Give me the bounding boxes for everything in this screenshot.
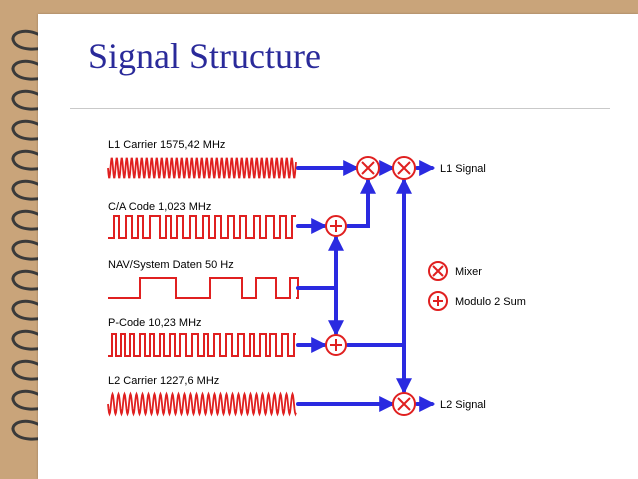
mixer-2 <box>392 156 416 180</box>
waveform-p-code <box>108 333 296 357</box>
legend-modulo-label: Modulo 2 Sum <box>455 296 526 308</box>
output-label-l2-signal: L2 Signal <box>440 399 486 411</box>
signal-wiring <box>296 160 436 412</box>
legend-mixer-symbol <box>428 261 448 281</box>
waveform-l1-carrier <box>107 157 297 179</box>
legend-mixer-label: Mixer <box>455 266 482 278</box>
plus-icon <box>330 220 342 232</box>
plus-icon <box>330 339 342 351</box>
mixer-3 <box>392 392 416 416</box>
title-divider <box>70 108 610 109</box>
mixer-icon <box>397 161 411 175</box>
signal-label-l2-carrier: L2 Carrier 1227,6 MHz <box>108 375 219 387</box>
waveform-l2-carrier <box>107 391 297 417</box>
page-title: Signal Structure <box>88 36 321 76</box>
mixer-icon <box>361 161 375 175</box>
plus-icon <box>433 296 443 306</box>
legend: Mixer Modulo 2 Sum <box>428 261 526 311</box>
signal-label-p-code: P-Code 10,23 MHz <box>108 317 202 329</box>
modulo-sum-2 <box>325 334 347 356</box>
legend-modulo-symbol <box>428 291 448 311</box>
output-label-l1-signal: L1 Signal <box>440 163 486 175</box>
signal-label-nav-data: NAV/System Daten 50 Hz <box>108 259 234 271</box>
signal-label-l1-carrier: L1 Carrier 1575,42 MHz <box>108 139 225 151</box>
signal-label-ca-code: C/A Code 1,023 MHz <box>108 201 211 213</box>
waveform-nav-data <box>108 277 299 299</box>
wire-mod1-to-mixer1 <box>346 177 376 228</box>
modulo-sum-1 <box>325 215 347 237</box>
mixer-1 <box>356 156 380 180</box>
mixer-icon <box>432 265 444 277</box>
waveform-ca-code <box>108 215 296 239</box>
mixer-icon <box>397 397 411 411</box>
